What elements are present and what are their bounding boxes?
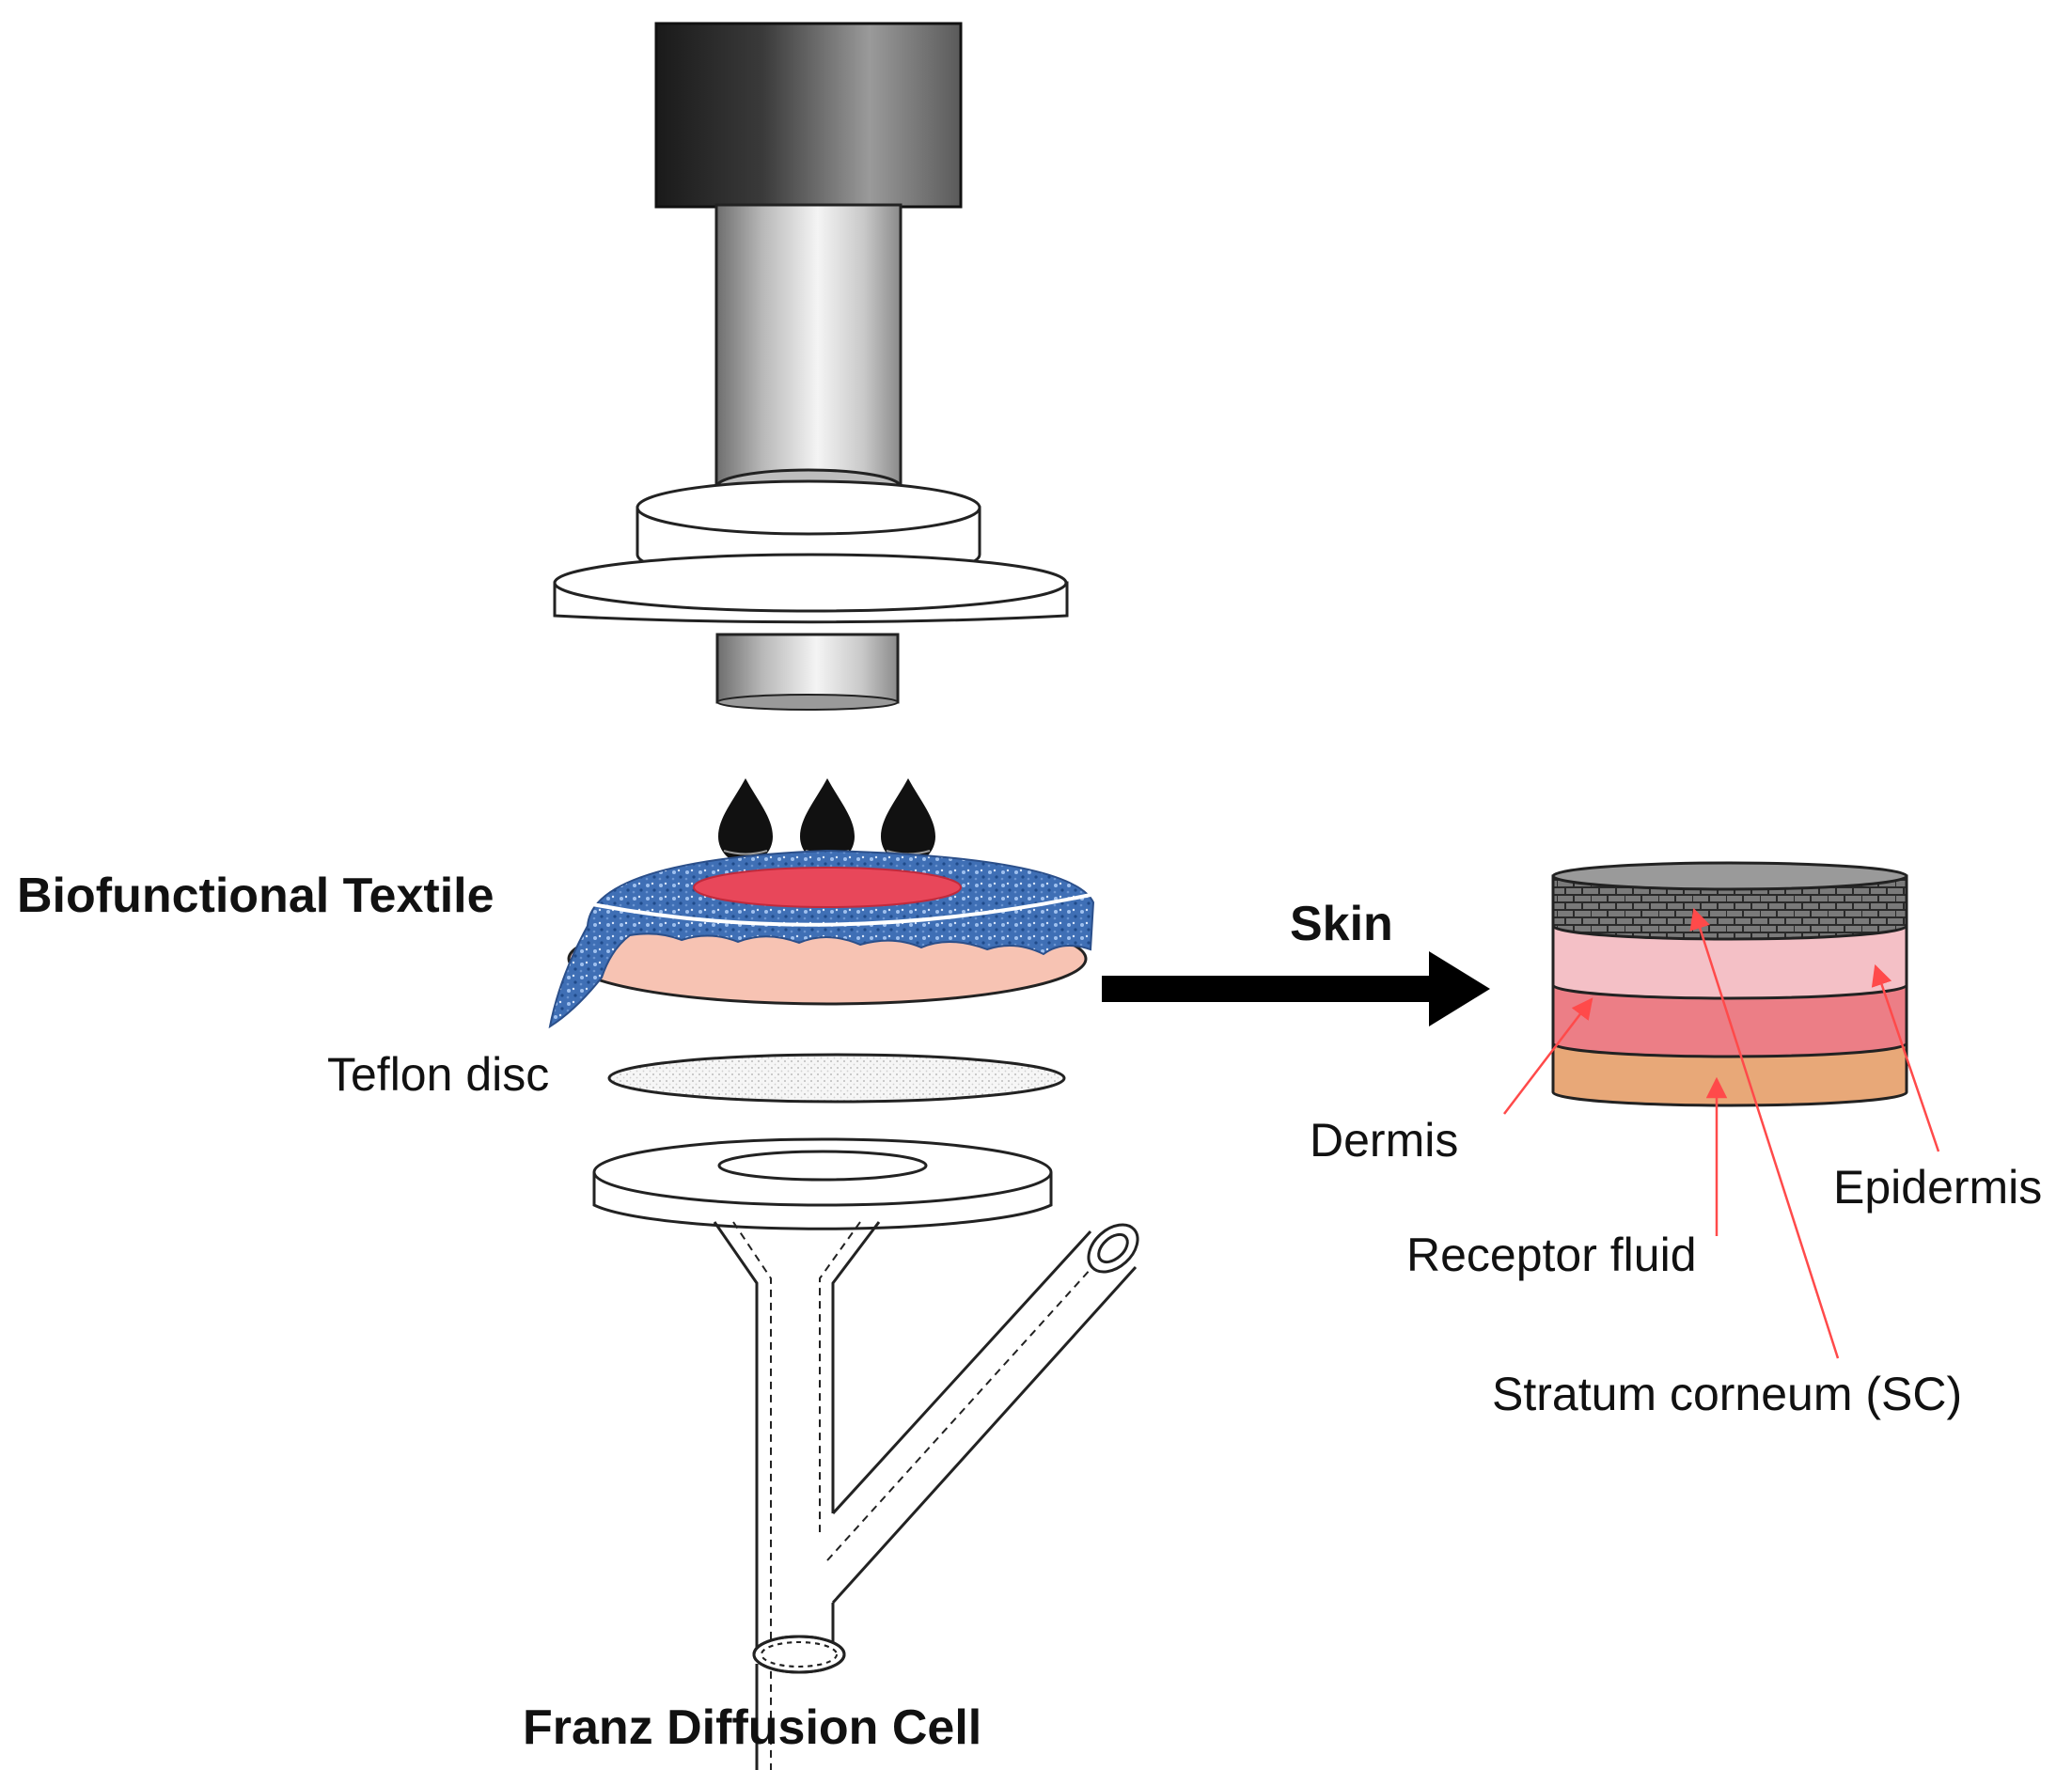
textile-sample [548,849,1095,1029]
droplet-icon [800,778,855,864]
skin-layer-stack [1551,861,1908,1107]
label-receptor-fluid: Receptor fluid [1406,1229,1697,1281]
franz-cell [592,1137,1139,1770]
epidermis-layer [1551,924,1908,1000]
textile-fabric [548,849,1095,1029]
probe-cap [654,22,963,209]
label-biofunctional-textile: Biofunctional Textile [17,869,494,923]
droplet-icon [881,778,935,864]
probe-tip [715,633,900,704]
skin-arrow [1102,951,1490,1026]
active-agent-spot [693,867,962,908]
label-franz-diffusion-cell: Franz Diffusion Cell [523,1700,981,1755]
probe-shaft [714,203,903,489]
probe-assembly [553,22,1069,711]
label-stratum-corneum: Stratum corneum (SC) [1492,1368,1962,1420]
pointer-lines [1503,907,1940,1359]
label-dermis: Dermis [1310,1114,1458,1167]
label-skin: Skin [1290,897,1393,951]
label-teflon-disc: Teflon disc [327,1048,549,1101]
stratum-corneum-layer [1551,874,1908,941]
droplet-icon [718,778,773,864]
teflon-disc [607,1053,1066,1104]
label-epidermis: Epidermis [1833,1161,2042,1214]
receptor-fluid-layer [1551,1042,1908,1107]
